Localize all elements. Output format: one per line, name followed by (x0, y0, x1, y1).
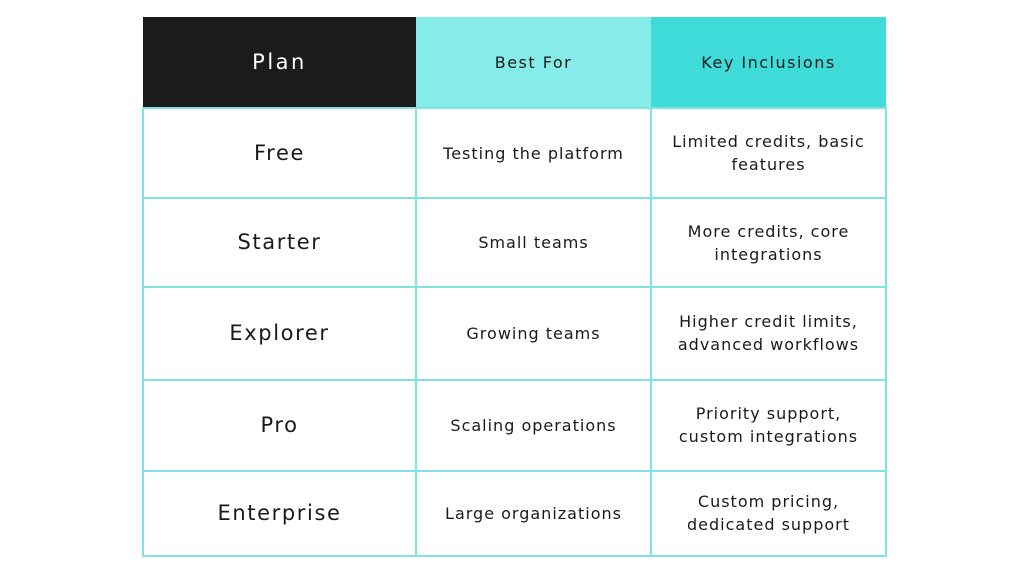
plan-name: Starter (142, 197, 417, 288)
key-inclusions-cell: Limited credits, basic features (650, 106, 887, 200)
header-row: Plan Best For Key Inclusions (143, 17, 886, 108)
plan-name: Free (142, 106, 417, 200)
table-row: Starter Small teams More credits, core i… (142, 197, 887, 288)
best-for-cell: Testing the platform (415, 106, 652, 200)
table-body: Free Testing the platform Limited credit… (142, 106, 887, 558)
table-row: Enterprise Large organizations Custom pr… (142, 469, 887, 558)
plan-name: Enterprise (142, 469, 417, 558)
key-inclusions-cell: Custom pricing, dedicated support (650, 469, 887, 558)
header-key-inclusions: Key Inclusions (651, 17, 886, 108)
key-inclusions-cell: Priority support, custom integrations (650, 379, 887, 472)
plan-name: Explorer (142, 285, 417, 382)
key-inclusions-cell: More credits, core integrations (650, 197, 887, 288)
plan-name: Pro (142, 379, 417, 472)
best-for-cell: Scaling operations (415, 379, 652, 472)
header-plan: Plan (143, 17, 416, 108)
table-row: Free Testing the platform Limited credit… (142, 106, 887, 200)
best-for-cell: Large organizations (415, 469, 652, 558)
best-for-cell: Growing teams (415, 285, 652, 382)
table-row: Explorer Growing teams Higher credit lim… (142, 285, 887, 382)
header-best-for: Best For (416, 17, 651, 108)
table-header: Plan Best For Key Inclusions (143, 17, 886, 108)
key-inclusions-cell: Higher credit limits, advanced workflows (650, 285, 887, 382)
best-for-cell: Small teams (415, 197, 652, 288)
table-row: Pro Scaling operations Priority support,… (142, 379, 887, 472)
plan-comparison-table: Plan Best For Key Inclusions Free Testin… (142, 17, 887, 558)
